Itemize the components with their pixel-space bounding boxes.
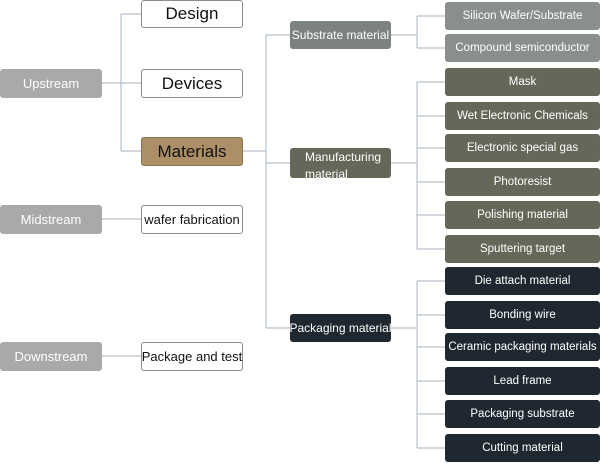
category-manufacturing-material: Manufacturing material bbox=[290, 148, 391, 178]
category-substrate-material: Substrate material bbox=[290, 21, 391, 49]
stage-downstream: Downstream bbox=[0, 342, 102, 371]
packaging-item: Bonding wire bbox=[445, 301, 600, 329]
packaging-item: Packaging substrate bbox=[445, 400, 600, 428]
upstream-design: Design bbox=[141, 0, 243, 28]
packaging-item: Lead frame bbox=[445, 367, 600, 395]
substrate-item: Silicon Wafer/Substrate bbox=[445, 2, 600, 30]
downstream-package-and-test: Package and test bbox=[141, 342, 243, 371]
upstream-materials: Materials bbox=[141, 137, 243, 166]
stage-upstream: Upstream bbox=[0, 69, 102, 98]
manufacturing-item: Sputtering target bbox=[445, 235, 600, 263]
substrate-item: Compound semiconductor bbox=[445, 34, 600, 62]
packaging-item: Ceramic packaging materials bbox=[445, 333, 600, 361]
manufacturing-item: Mask bbox=[445, 68, 600, 96]
manufacturing-item: Electronic special gas bbox=[445, 134, 600, 162]
packaging-item: Cutting material bbox=[445, 434, 600, 462]
category-packaging-material: Packaging material bbox=[290, 314, 391, 342]
stage-midstream: Midstream bbox=[0, 205, 102, 234]
midstream-wafer-fabrication: wafer fabrication bbox=[141, 205, 243, 234]
upstream-devices: Devices bbox=[141, 69, 243, 98]
manufacturing-item: Wet Electronic Chemicals bbox=[445, 102, 600, 130]
manufacturing-item: Photoresist bbox=[445, 168, 600, 196]
packaging-item: Die attach material bbox=[445, 267, 600, 295]
manufacturing-item: Polishing material bbox=[445, 201, 600, 229]
